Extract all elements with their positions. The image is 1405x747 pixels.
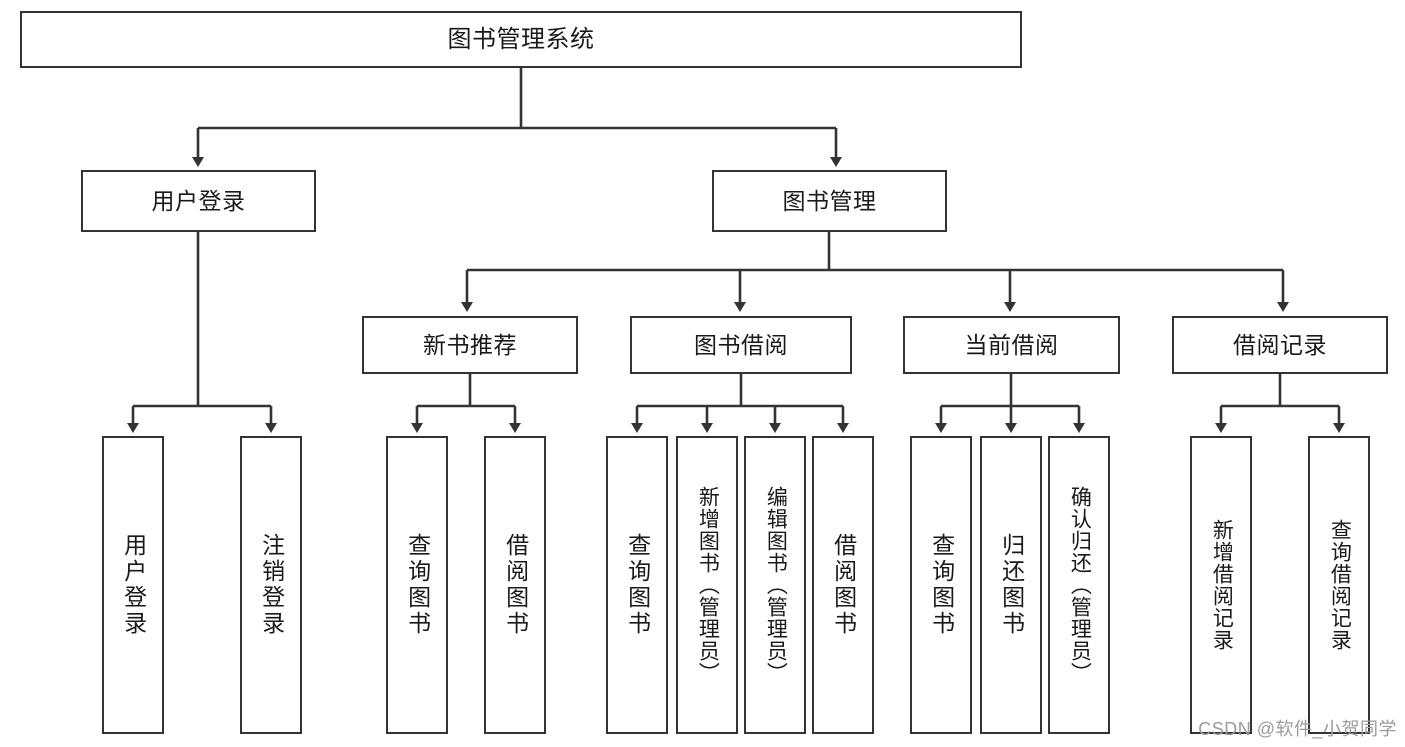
node-leaf-borrow-book-1[interactable]: 借阅图书: [484, 436, 546, 734]
node-borrow-record[interactable]: 借阅记录: [1172, 316, 1388, 374]
node-leaf-add-book-admin-label: 新增图书（管理员）: [696, 486, 720, 684]
node-leaf-query-borrow-record[interactable]: 查询借阅记录: [1308, 436, 1370, 734]
node-current-borrow-label: 当前借阅: [964, 331, 1059, 358]
node-current-borrow[interactable]: 当前借阅: [903, 316, 1120, 374]
node-leaf-logout-login-label: 注销登录: [258, 533, 285, 637]
node-leaf-query-book-2[interactable]: 查询图书: [606, 436, 668, 734]
node-book-manage[interactable]: 图书管理: [712, 170, 947, 232]
node-new-book-recommend[interactable]: 新书推荐: [362, 316, 578, 374]
node-leaf-logout-login[interactable]: 注销登录: [240, 436, 302, 734]
node-borrow-record-label: 借阅记录: [1233, 331, 1327, 358]
node-leaf-borrow-book-1-label: 借阅图书: [502, 533, 529, 637]
node-leaf-query-book-1[interactable]: 查询图书: [386, 436, 448, 734]
node-leaf-query-book-3-label: 查询图书: [928, 533, 955, 637]
node-leaf-borrow-book-2-label: 借阅图书: [830, 533, 857, 637]
node-leaf-add-borrow-record[interactable]: 新增借阅记录: [1190, 436, 1252, 734]
node-book-manage-label: 图书管理: [782, 187, 877, 214]
node-leaf-confirm-return-admin-label: 确认归还（管理员）: [1068, 486, 1092, 684]
node-leaf-query-book-3[interactable]: 查询图书: [910, 436, 972, 734]
node-leaf-query-book-2-label: 查询图书: [624, 533, 651, 637]
node-leaf-edit-book-admin-label: 编辑图书（管理员）: [764, 486, 788, 684]
node-book-borrow-label: 图书借阅: [694, 331, 788, 358]
node-root-system[interactable]: 图书管理系统: [20, 11, 1022, 68]
node-leaf-user-login-label: 用户登录: [120, 533, 147, 637]
node-user-login[interactable]: 用户登录: [81, 170, 316, 232]
node-leaf-confirm-return-admin[interactable]: 确认归还（管理员）: [1048, 436, 1110, 734]
node-leaf-user-login[interactable]: 用户登录: [102, 436, 164, 734]
node-leaf-borrow-book-2[interactable]: 借阅图书: [812, 436, 874, 734]
node-leaf-add-book-admin[interactable]: 新增图书（管理员）: [676, 436, 738, 734]
node-root-label: 图书管理系统: [447, 25, 595, 53]
node-leaf-edit-book-admin[interactable]: 编辑图书（管理员）: [744, 436, 806, 734]
node-leaf-return-book-label: 归还图书: [998, 533, 1025, 637]
watermark-text: CSDN @软件_小贺同学: [1198, 719, 1397, 739]
node-leaf-query-borrow-record-label: 查询借阅记录: [1328, 519, 1352, 651]
node-book-borrow[interactable]: 图书借阅: [630, 316, 852, 374]
node-leaf-query-book-1-label: 查询图书: [404, 533, 431, 637]
node-leaf-return-book[interactable]: 归还图书: [980, 436, 1042, 734]
node-user-login-label: 用户登录: [151, 187, 246, 214]
node-new-book-recommend-label: 新书推荐: [423, 331, 517, 358]
node-leaf-add-borrow-record-label: 新增借阅记录: [1210, 519, 1234, 651]
